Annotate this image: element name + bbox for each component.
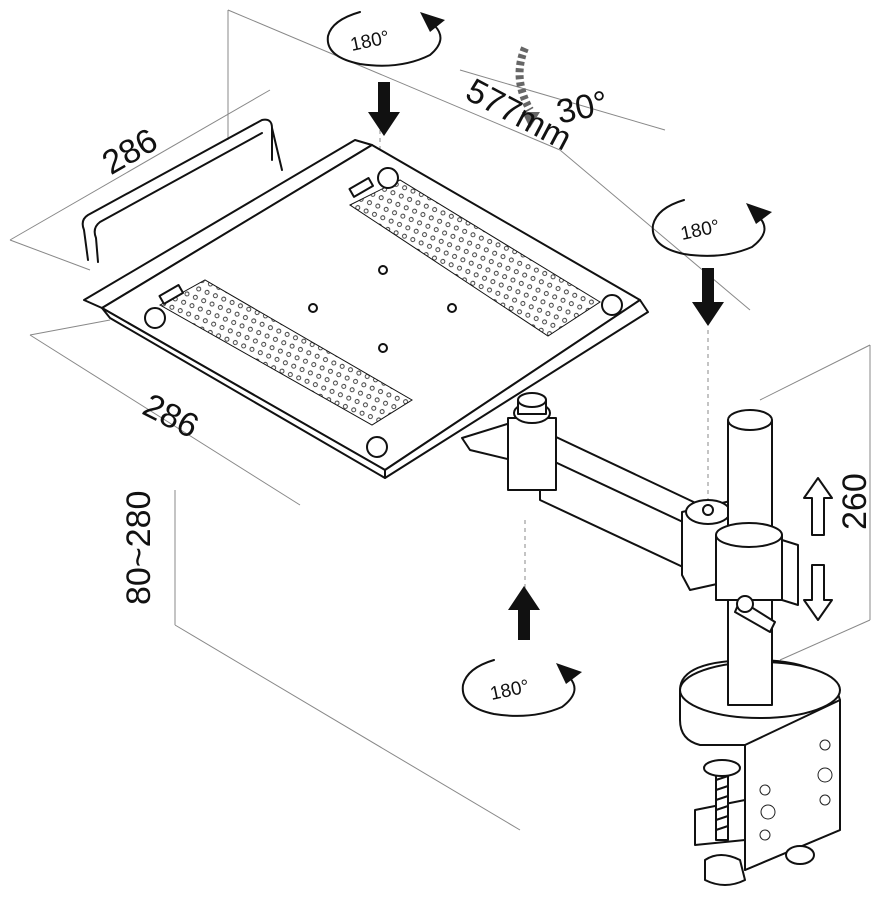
desk-pole-clamp — [679, 409, 841, 886]
rotation-indicator-top: 180° — [326, 11, 445, 67]
height-adjust-arrows — [803, 477, 833, 621]
rotation-label-top: 180° — [349, 27, 392, 56]
articulating-arm — [461, 392, 736, 591]
tilt-arc-icon — [515, 46, 540, 128]
dimension-clamp-range: 80~280 — [120, 491, 158, 605]
rotation-indicator-bottom: 180° — [461, 659, 582, 717]
dimension-guides — [9, 9, 871, 831]
laptop-tray — [81, 118, 649, 479]
dimension-pole-height: 260 — [836, 473, 874, 530]
rotation-label-right: 180° — [679, 216, 722, 245]
rotation-indicator-right: 180° — [651, 199, 772, 257]
dimension-tray-depth: 286 — [96, 121, 164, 182]
dimension-tilt-angle: 30° — [553, 84, 611, 132]
dimension-tray-width: 286 — [137, 386, 205, 446]
rotation-label-bottom: 180° — [488, 676, 531, 705]
direction-arrows — [368, 82, 724, 640]
